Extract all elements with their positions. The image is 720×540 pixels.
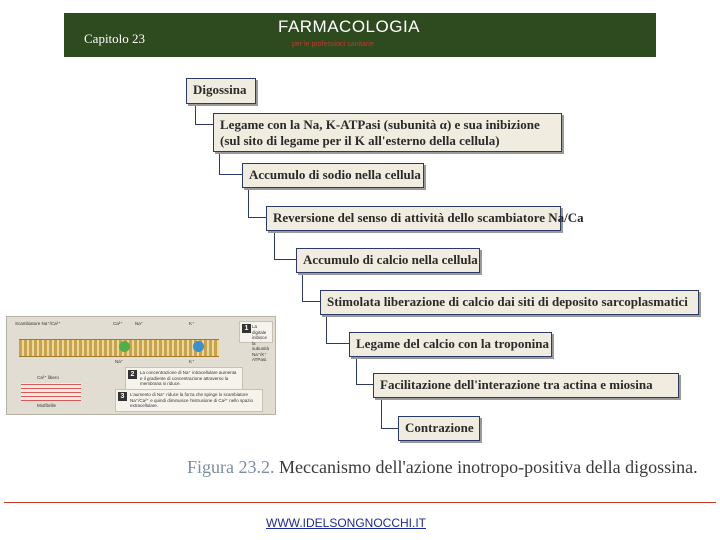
step-reversione-scambiatore: Reversione del senso di attività dello s… — [266, 206, 584, 231]
step-actina-miosina: Facilitazione dell'interazione tra actin… — [373, 373, 679, 398]
step-digossina: Digossina — [186, 78, 256, 104]
step-accumulo-calcio: Accumulo di calcio nella cellula — [296, 248, 480, 273]
connector — [356, 357, 374, 385]
connector — [219, 151, 244, 175]
ion-label-k-inside: K⁺ — [189, 359, 195, 364]
cell-membrane-illustration: Scambiatore Na⁺/Ca²⁺ Ca²⁺ Na⁺ K⁺ Na⁺ K⁺ … — [6, 316, 276, 415]
step-contrazione: Contrazione — [398, 416, 480, 441]
myofibrils-label: Miofibrille — [37, 403, 57, 408]
note-text: La concentrazione di Na⁺ intracellulare … — [140, 370, 237, 386]
connector — [195, 104, 214, 125]
note-text: La digitale inibisce la subunità Na⁺/K⁺ … — [252, 324, 270, 362]
publisher-link[interactable]: WWW.IDELSONGNOCCHI.IT — [266, 516, 426, 530]
ion-label-na-inside: Na⁺ — [115, 359, 124, 364]
free-calcium-label: Ca²⁺ libero — [37, 375, 59, 380]
atpase-pump — [193, 341, 204, 352]
note-number: 3 — [118, 392, 127, 401]
connector — [302, 273, 321, 302]
figure-caption-text: Meccanismo dell'azione inotropo-positiva… — [279, 457, 698, 477]
ion-label-k: K⁺ — [189, 321, 195, 326]
step-legame-troponina: Legame del calcio con la troponina — [349, 332, 552, 357]
exchanger-label: Scambiatore Na⁺/Ca²⁺ — [15, 321, 61, 326]
footer-divider — [4, 502, 716, 503]
header-bar: Capitolo 23 FARMACOLOGIA per le professi… — [64, 13, 656, 57]
ion-label-ca: Ca²⁺ — [113, 321, 123, 326]
connector — [326, 315, 350, 344]
chapter-label: Capitolo 23 — [84, 31, 146, 46]
inset-note-1: 1 La digitale inibisce la subunità Na⁺/K… — [239, 321, 273, 362]
page-title: FARMACOLOGIA — [278, 17, 421, 36]
figure-number: Figura 23.2. — [187, 457, 275, 477]
ion-label-na: Na⁺ — [135, 321, 144, 326]
step-accumulo-sodio: Accumulo di sodio nella cellula — [242, 163, 424, 188]
connector — [274, 231, 297, 260]
step-legame-atpasi: Legame con la Na, K-ATPasi (subunità α) … — [213, 113, 562, 152]
connector — [381, 398, 399, 429]
note-text: L'aumento di Na⁺ riduce la forza che spi… — [130, 392, 254, 408]
note-number: 1 — [242, 324, 251, 333]
sarcoplasmic-reticulum — [21, 383, 81, 401]
connector — [248, 188, 267, 218]
figure-caption: Figura 23.2. Meccanismo dell'azione inot… — [187, 457, 698, 478]
page-subtitle: per le professioni sanitarie — [292, 41, 374, 48]
inset-note-3: 3 L'aumento di Na⁺ riduce la forza che s… — [115, 389, 263, 412]
step-liberazione-calcio: Stimolata liberazione di calcio dai siti… — [320, 290, 699, 315]
exchanger-protein — [119, 341, 130, 352]
inset-note-2: 2 La concentrazione di Na⁺ intracellular… — [125, 367, 243, 390]
note-number: 2 — [128, 370, 137, 379]
